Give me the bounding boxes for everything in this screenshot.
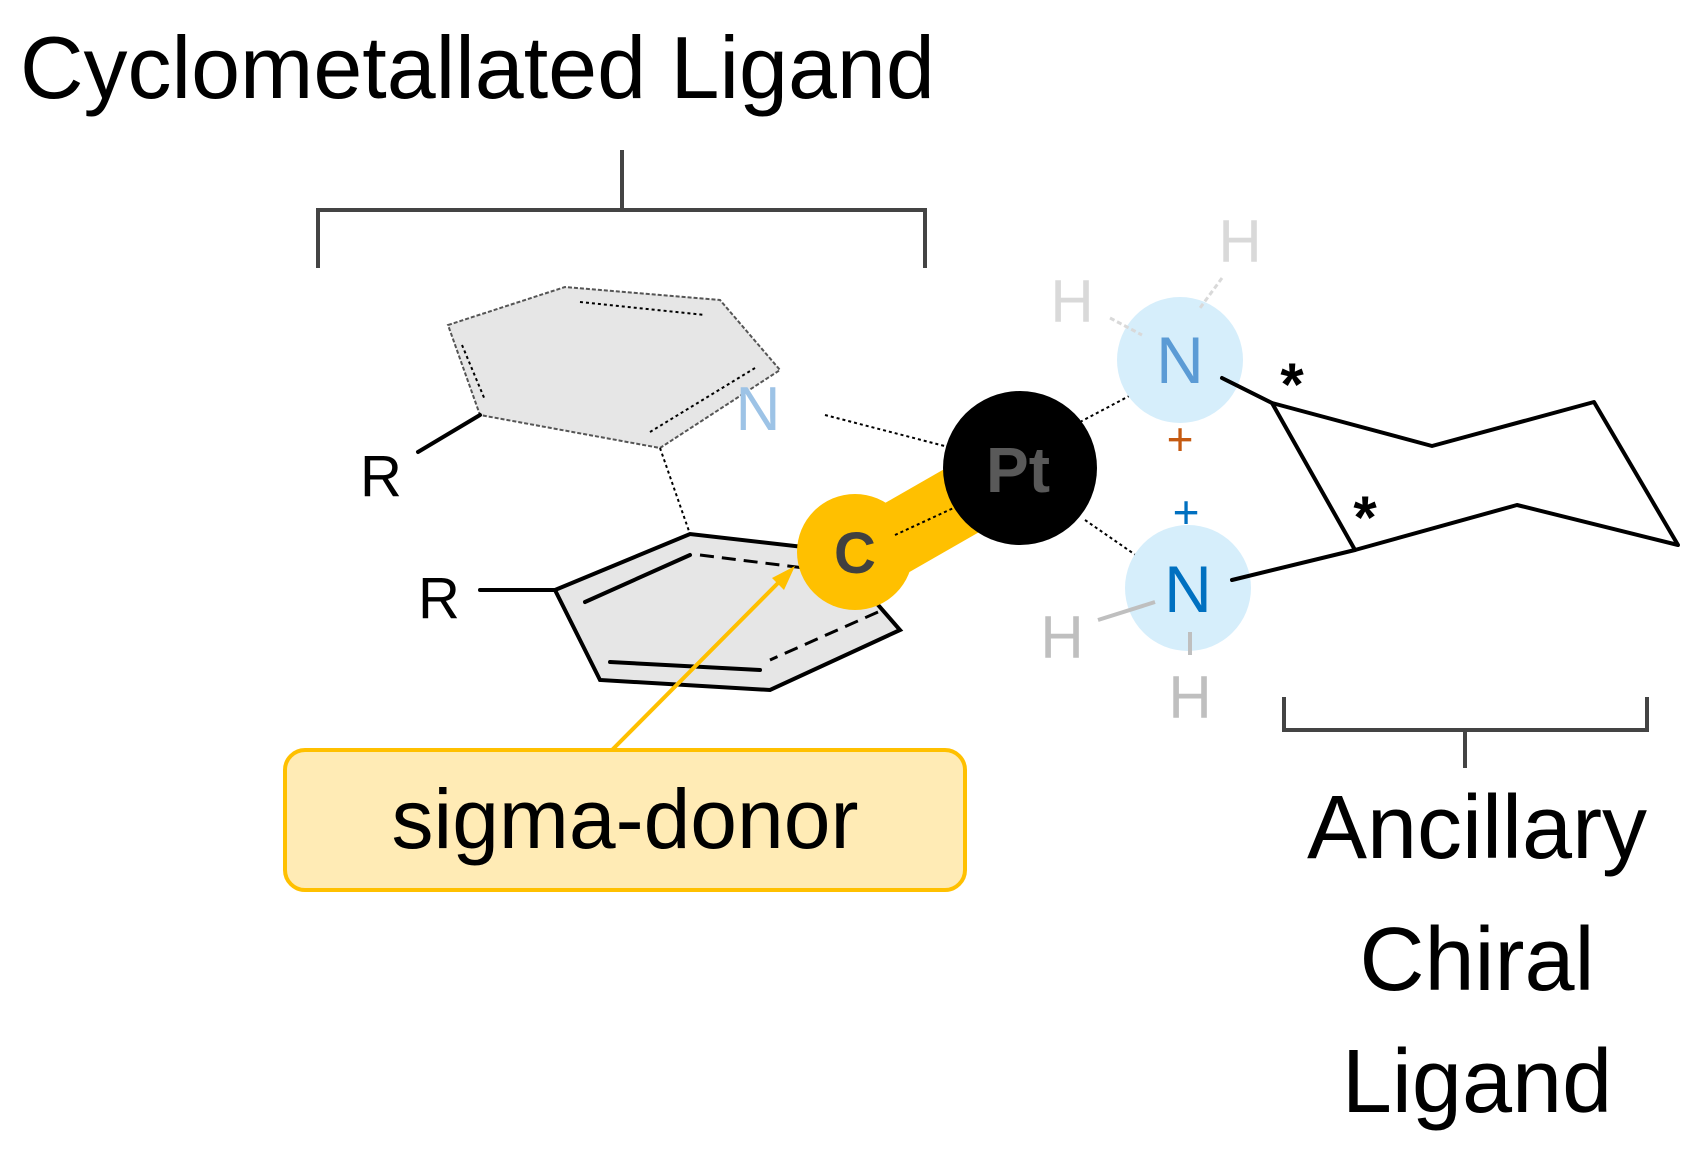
- sigma-donor-arrow: [610, 576, 785, 752]
- carbon-label: C: [834, 521, 876, 586]
- phenyl-inner-bond: [583, 553, 762, 672]
- cyclometallated-bracket: [316, 150, 927, 268]
- pyridine-ring: [446, 285, 782, 450]
- nitrogen-bottom-halo: [1125, 525, 1251, 651]
- cyclohexane-ring: [1270, 400, 1680, 552]
- hydrogen-bottom: H: [1168, 664, 1211, 731]
- sigma-donor-arrowhead: [772, 566, 795, 590]
- h-top-left-bond: [1109, 316, 1143, 337]
- ancillary-label-line2: Chiral: [1359, 910, 1594, 1010]
- r-top-label: R: [360, 444, 402, 509]
- h-bottom-left-bond: [1097, 600, 1156, 622]
- plus-charge-top: +: [1167, 413, 1194, 465]
- sigma-donor-label: sigma-donor: [392, 772, 859, 866]
- pt-n-pyridine-bond: [824, 414, 961, 451]
- platinum-label: Pt: [986, 434, 1050, 506]
- nitrogen-top-label: N: [1156, 323, 1204, 397]
- ancillary-label-line1: Ancillary: [1307, 778, 1647, 878]
- nitrogen-bottom-label: N: [1164, 552, 1212, 626]
- r-bottom-label: R: [418, 566, 460, 631]
- pyridine-nitrogen-label: N: [736, 375, 781, 444]
- pt-n-top-bond: [1079, 384, 1151, 423]
- r-top-bond: [416, 413, 482, 454]
- stereocenter-bottom: *: [1353, 484, 1377, 551]
- carbon-halo: [797, 494, 913, 610]
- plus-charge-bottom: +: [1173, 486, 1200, 538]
- pyridine-inner-bond: [461, 301, 756, 433]
- cyclometallated-ligand-title: Cyclometallated Ligand: [20, 18, 935, 117]
- h-top-right-bond: [1198, 277, 1224, 309]
- hydrogen-bottom-left: H: [1040, 604, 1083, 671]
- n-top-to-ring-bond: [1220, 376, 1274, 405]
- n-bottom-to-ring-bond: [1230, 548, 1357, 582]
- hydrogen-top-right: H: [1218, 208, 1261, 275]
- stereocenter-top: *: [1280, 351, 1304, 418]
- sigma-donor-callout: [283, 748, 967, 892]
- ancillary-label-line3: Ligand: [1342, 1032, 1612, 1132]
- hydrogen-top-left: H: [1050, 268, 1093, 335]
- biaryl-bond: [659, 447, 691, 535]
- platinum-atom: [943, 391, 1097, 545]
- nitrogen-top-halo: [1117, 297, 1243, 423]
- ancillary-bracket: [1282, 697, 1649, 768]
- pt-n-bottom-bond: [1084, 519, 1151, 566]
